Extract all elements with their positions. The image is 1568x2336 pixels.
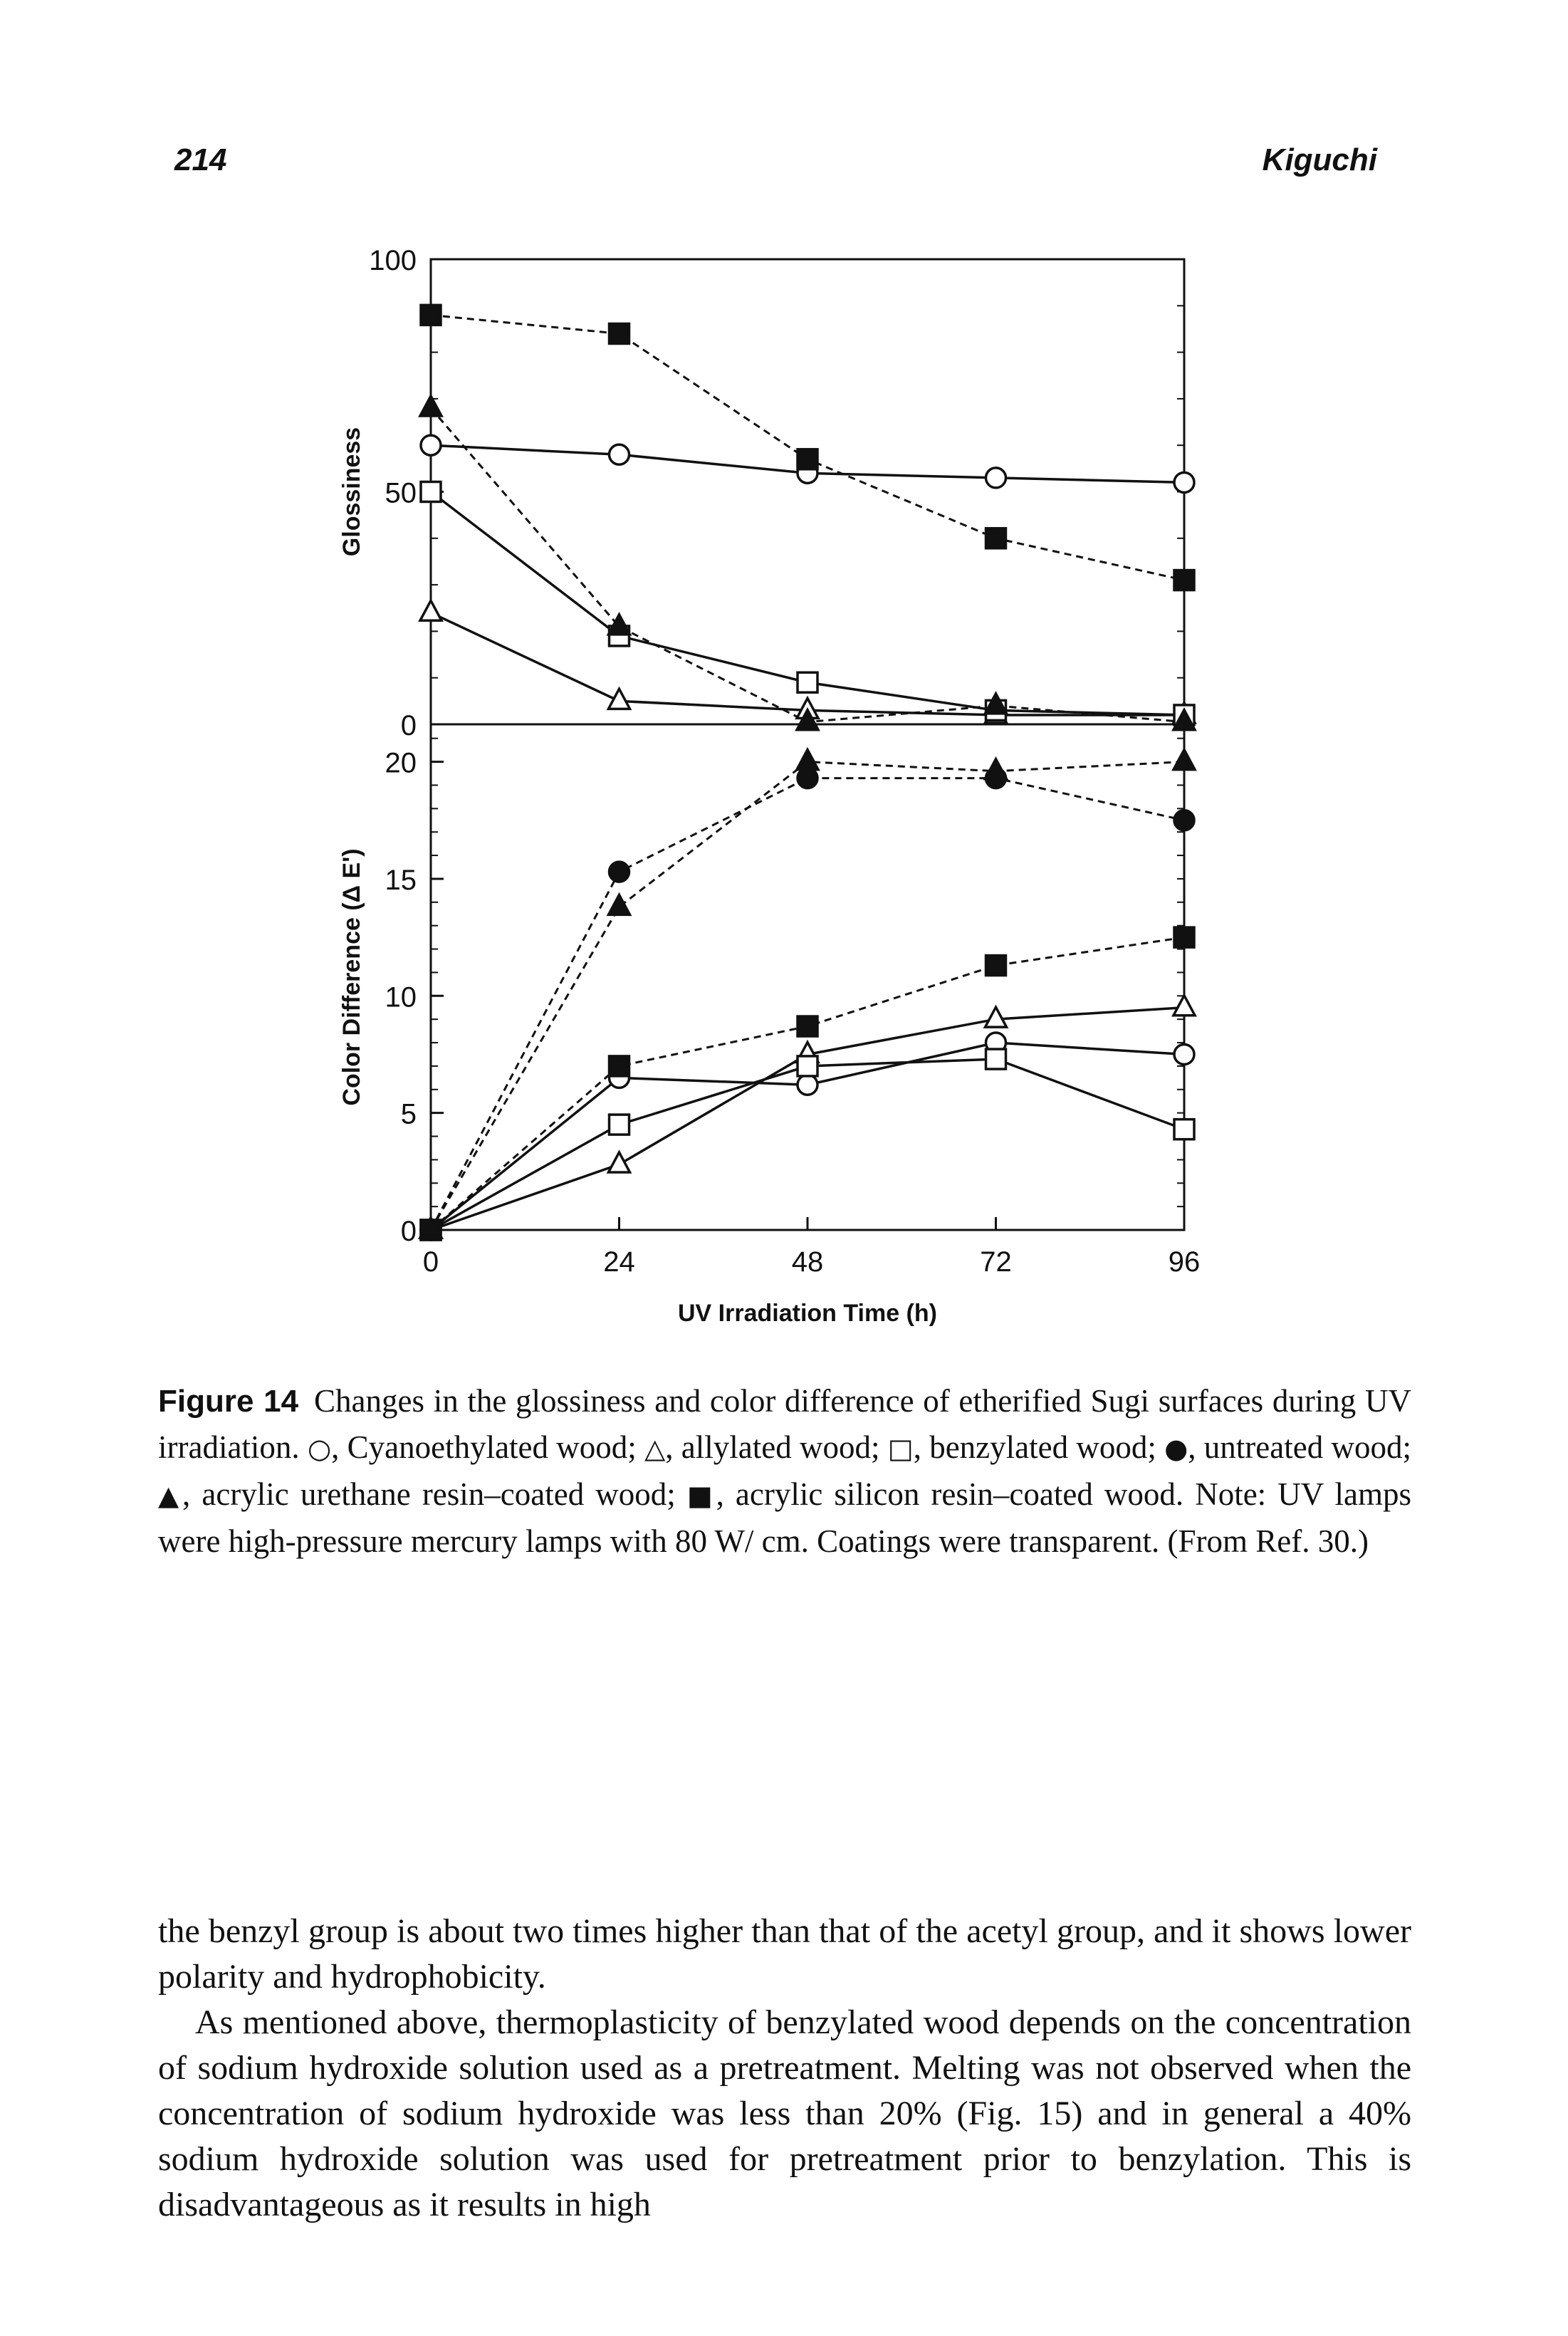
open-circle-marker <box>419 434 442 457</box>
filled-square-marker <box>607 322 631 345</box>
glossiness-panel-frame <box>429 258 1186 726</box>
open-circle-symbol-icon: ○ <box>307 1433 332 1464</box>
caption-run: , acrylic urethane resin–coated wood; <box>182 1476 687 1512</box>
color-difference-panel-frame <box>429 723 1186 1231</box>
series-line-filled-triangle <box>429 761 1185 1231</box>
filled-triangle-marker <box>795 707 820 731</box>
open-square-marker <box>419 480 442 504</box>
filled-square-marker <box>419 303 442 327</box>
open-triangle-marker <box>606 686 632 711</box>
filled-circle-marker <box>796 766 819 790</box>
filled-triangle-marker <box>795 746 820 771</box>
x-tick-label: 0 <box>423 1246 439 1278</box>
caption-run: Changes in the glossiness and color diff… <box>158 1383 1411 1465</box>
filled-square-symbol-icon: ■ <box>686 1480 716 1511</box>
open-circle-marker <box>1173 1043 1196 1066</box>
filled-square-marker <box>419 1219 442 1241</box>
figure-label: Figure 14 <box>158 1384 299 1419</box>
filled-triangle-symbol-icon: ▲ <box>158 1480 183 1511</box>
open-triangle-marker <box>606 1149 632 1174</box>
open-triangle-symbol-icon: △ <box>644 1433 666 1464</box>
x-axis-label: UV Irradiation Time (h) <box>678 1300 937 1327</box>
filled-square-marker <box>1173 568 1196 592</box>
caption-text: Changes in the glossiness and color diff… <box>158 1383 1411 1559</box>
open-square-marker <box>796 671 819 694</box>
y-tick-label: 0 <box>401 710 417 741</box>
caption-run: , Cyanoethylated wood; <box>331 1429 645 1465</box>
running-title: Kiguchi <box>1262 142 1377 177</box>
filled-square-marker <box>1173 926 1196 949</box>
y-tick-label: 10 <box>385 981 417 1013</box>
open-triangle-marker <box>1171 993 1197 1017</box>
y-tick-label: 20 <box>385 748 417 779</box>
filled-triangle-marker <box>606 612 632 636</box>
x-tick-label: 72 <box>980 1246 1012 1278</box>
x-tick-label: 48 <box>792 1246 824 1278</box>
page-number: 214 <box>174 142 227 177</box>
filled-triangle-marker <box>1171 746 1197 771</box>
y-tick-label: 0 <box>401 1216 417 1247</box>
filled-circle-symbol-icon: ● <box>1164 1433 1188 1464</box>
series-markers <box>418 303 1197 1241</box>
open-triangle-marker <box>983 1004 1009 1028</box>
open-square-marker <box>607 1113 631 1136</box>
filled-triangle-marker <box>1171 707 1197 731</box>
filled-triangle-marker <box>983 756 1009 781</box>
filled-triangle-marker <box>418 393 444 417</box>
y-axis-label: Glossiness <box>338 427 365 556</box>
y-tick-label: 5 <box>401 1099 417 1130</box>
open-square-marker <box>984 1048 1008 1070</box>
axis-ticks <box>429 258 1186 1231</box>
body-paragraph-1: the benzyl group is about two times high… <box>158 1912 1411 1996</box>
y-axis-label: Color Difference (Δ E') <box>338 848 365 1105</box>
caption-run: , acrylic silicon resin–coated wood. Not… <box>158 1476 1411 1559</box>
open-circle-marker <box>607 443 631 466</box>
filled-triangle-marker <box>606 892 632 917</box>
body-paragraph-2: As mentioned above, thermoplasticity of … <box>158 2003 1411 2223</box>
caption-run: , untreated wood; <box>1188 1429 1411 1465</box>
open-circle-marker <box>984 466 1008 489</box>
filled-circle-marker <box>607 860 631 883</box>
y-tick-label: 100 <box>369 245 417 276</box>
series-line-filled-circle <box>429 777 1185 1231</box>
filled-square-marker <box>984 527 1008 550</box>
y-tick-label: 15 <box>385 865 417 896</box>
caption-run: , allylated wood; <box>665 1429 888 1465</box>
open-triangle-marker <box>418 598 444 622</box>
caption-run: , benzylated wood; <box>913 1429 1165 1465</box>
filled-triangle-marker <box>983 691 1009 715</box>
open-square-marker <box>796 1055 819 1078</box>
filled-square-marker <box>984 954 1008 977</box>
open-circle-marker <box>796 1073 819 1096</box>
open-circle-marker <box>1173 471 1196 494</box>
filled-circle-marker <box>1173 809 1196 832</box>
x-tick-label: 24 <box>603 1246 635 1278</box>
x-tick-label: 96 <box>1169 1246 1201 1278</box>
filled-square-marker <box>796 1015 819 1038</box>
open-square-symbol-icon: □ <box>887 1433 914 1464</box>
open-square-marker <box>1173 1117 1196 1141</box>
filled-square-marker <box>607 1055 631 1078</box>
filled-square-marker <box>796 448 819 471</box>
y-tick-label: 50 <box>385 478 417 509</box>
